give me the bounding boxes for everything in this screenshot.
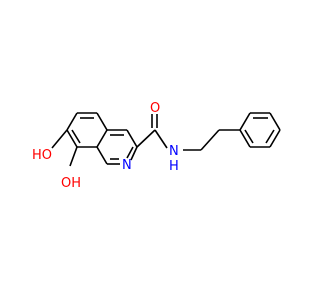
double-bond-inner (265, 129, 275, 144)
hydroxyl-top-label: HO (32, 148, 52, 163)
pyridine-ring (96, 129, 138, 165)
molecule-canvas: O N H N HO OH (32, 101, 281, 191)
bond (51, 129, 68, 149)
bond (136, 129, 156, 148)
bond (69, 146, 78, 167)
bond (154, 129, 168, 149)
bond (96, 146, 108, 165)
bond (269, 112, 281, 131)
amide-nitrogen-label: N (169, 144, 179, 159)
amide-group (136, 114, 168, 149)
hydroxyl-bonds (51, 129, 78, 167)
bond (66, 112, 78, 131)
bond (200, 129, 220, 151)
structure-diagram: O N H N HO OH (32, 101, 281, 191)
phenyl-ring (239, 112, 281, 148)
bond (130, 146, 138, 161)
amide-hydrogen-label: H (169, 159, 179, 174)
bond (96, 112, 108, 131)
bond (66, 129, 78, 148)
double-bond-inner (244, 129, 254, 144)
carbonyl-oxygen-label: O (150, 101, 160, 116)
bond (126, 129, 138, 148)
double-bond-inner (71, 129, 81, 144)
hydroxyl-bottom-label: OH (61, 176, 81, 191)
ring-nitrogen-label: N (122, 158, 132, 173)
benzo-ring (66, 112, 108, 148)
bond (269, 129, 281, 148)
bond (239, 112, 251, 131)
bond (239, 129, 251, 148)
ethyl-linker (183, 129, 240, 151)
bond (96, 129, 108, 148)
double-bond-inner (126, 146, 134, 159)
